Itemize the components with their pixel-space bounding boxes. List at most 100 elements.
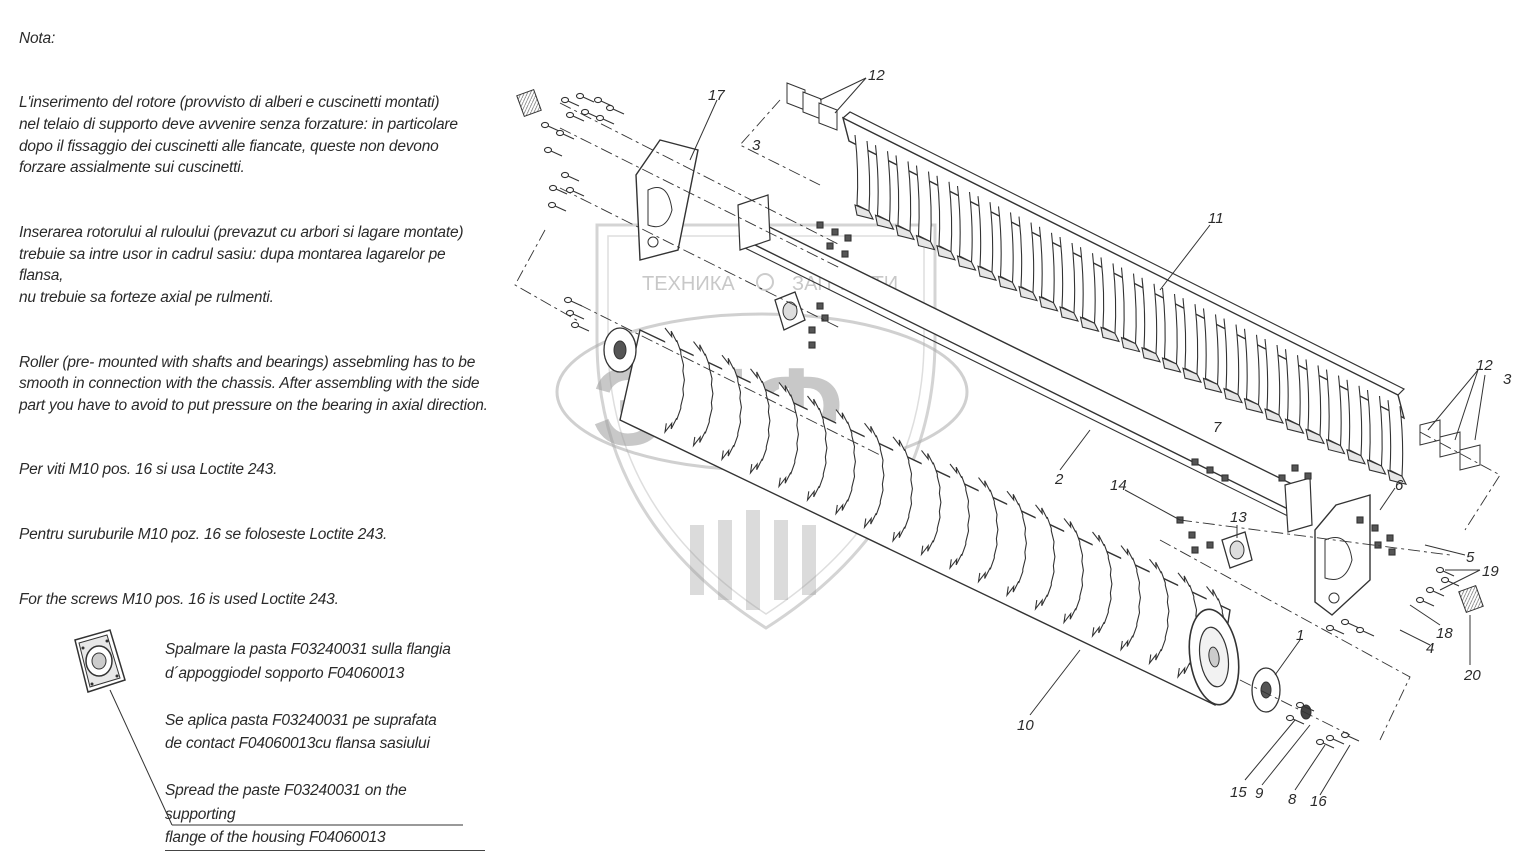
callout-2: 2 [1054,471,1064,488]
callout-12-top: 12 [868,67,885,84]
bolt [540,121,560,132]
callout-14: 14 [1110,477,1127,494]
tine [1079,247,1100,333]
tine [936,175,957,261]
callout-4: 4 [1426,640,1434,657]
bolt [1340,618,1360,629]
callout-10: 10 [1017,717,1034,734]
callout-6: 6 [1395,477,1404,494]
toothed-disc [1148,558,1170,666]
bolt [1325,734,1345,745]
toothed-disc [949,463,970,571]
tine [1284,349,1305,435]
bolt [595,114,615,125]
bearing-housing-top [774,291,806,331]
tine [1038,226,1059,312]
bolt [1340,731,1360,742]
toothed-disc [977,477,999,584]
bolt [570,321,590,332]
toothed-disc [721,354,742,462]
toothed-disc [778,382,799,489]
nut [1304,472,1312,480]
callout-16: 16 [1310,793,1327,810]
side-plate-part-18 [1314,494,1371,616]
callout-3-top: 3 [752,137,761,154]
bolt [560,171,580,182]
callout-11: 11 [1208,210,1224,227]
callout-15: 15 [1230,784,1247,801]
nut [1356,516,1364,524]
toothed-disc [835,409,856,516]
tine [854,134,875,220]
note-loctite-english: For the screws M10 pos. 16 is used Locti… [19,591,339,609]
toothed-disc [1006,490,1027,598]
tine [1387,400,1408,486]
tine [1223,318,1244,404]
callout-7: 7 [1213,419,1222,436]
bolt [593,96,613,107]
spacers-top [516,82,838,131]
nut [808,341,816,349]
side-plate-part-17 [635,139,699,261]
nut [808,326,816,334]
bolt [605,104,625,115]
nut [1188,531,1196,539]
bolt [1315,738,1335,749]
nut [1386,534,1394,542]
assembly-lines [514,99,1501,741]
toothed-disc [1063,518,1084,625]
toothed-disc [692,341,714,448]
nut [1191,458,1199,466]
spacers-bottom [1419,419,1484,614]
nut [816,221,824,229]
tine [1100,257,1121,343]
bolt [565,111,585,122]
note-loctite-romanian: Pentru suruburile M10 poz. 16 se foloses… [19,526,388,544]
toothed-disc [806,395,828,503]
fastener-bolts [540,92,1460,749]
bolt [560,96,580,107]
paste-note-italian: Spalmare la pasta F03240031 sulla flangi… [165,641,451,682]
tine [915,165,936,251]
notes-title: Nota: [19,29,56,47]
tine [895,155,916,241]
nut [841,250,849,258]
nut [831,228,839,236]
nut [826,242,834,250]
housing-flange-illustration [74,629,463,826]
toothed-disc [1091,531,1113,639]
toothed-disc [920,450,942,557]
toothed-disc [1034,504,1056,611]
toothed-disc [1120,545,1141,652]
tine [1305,359,1326,445]
tine [1325,369,1346,455]
tine [1182,298,1203,384]
note-english: Roller (pre- mounted with shafts and bea… [19,353,488,414]
nut [1291,464,1299,472]
callout-13: 13 [1230,509,1247,526]
tine [1059,236,1080,322]
bolt [565,309,585,320]
paste-note-romanian: Se aplica pasta F03240031 pe suprafata d… [165,711,437,753]
bolt [1295,701,1315,712]
bolt [1435,566,1455,577]
nut [1221,474,1229,482]
bolt [1425,586,1445,597]
tine [1161,287,1182,373]
tine [1243,328,1264,414]
tine [1264,338,1285,424]
tine [1366,389,1387,475]
bolt [1285,714,1305,725]
tine [1141,277,1162,363]
nut [821,314,829,322]
callout-17: 17 [708,87,725,104]
toothed-disc [892,436,913,543]
watermark-text-left: ТЕХНИКА [642,273,735,295]
bolt [543,146,563,157]
tine [997,206,1018,292]
toothed-disc [749,368,771,475]
callout-8: 8 [1288,791,1297,808]
bolt [1415,596,1435,607]
nut [1206,466,1214,474]
tine [1346,379,1367,465]
